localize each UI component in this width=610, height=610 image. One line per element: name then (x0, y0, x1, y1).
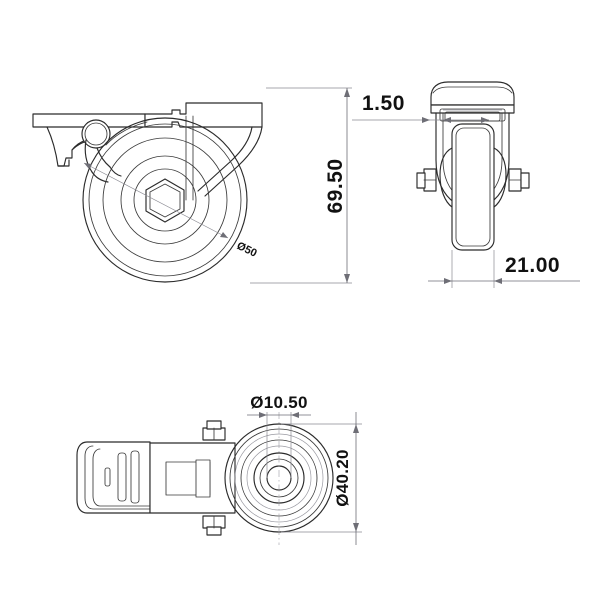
brake-pivot-inner (84, 122, 108, 146)
height-arrow-bottom (344, 274, 350, 283)
plate-thickness-label: 1.50 (362, 92, 405, 115)
brake-shoe-link (84, 139, 93, 173)
bore-arrow-right (291, 412, 299, 418)
front-bearing-race-inner (444, 111, 501, 122)
bore-arrow-left (259, 412, 267, 418)
wheel-diameter-arrow-end (220, 232, 228, 238)
brake-shoe-link-inner (96, 147, 111, 168)
axle-bolt-right (508, 168, 530, 192)
wheel-tread-circle (88, 123, 242, 277)
fork-leg-diagonal-inner (197, 126, 253, 192)
front-wheel-body-inner (455, 127, 491, 247)
wheel-hub-circle (120, 155, 210, 245)
wheel-width-arrow-left (444, 278, 452, 284)
bolt-bottom (202, 515, 226, 536)
brake-pivot-circle (81, 119, 111, 149)
front-hub-right (493, 147, 507, 208)
bottom-view: Ø10.50 Ø40.20 (76, 393, 362, 545)
plate-thickness-arrow-left (422, 117, 430, 123)
front-top-plate (430, 81, 515, 106)
wheel-width-arrow-right (494, 278, 502, 284)
front-wheel-body (451, 123, 495, 251)
brake-pedal-notch (57, 159, 70, 167)
plate-thickness-arrow-right (443, 117, 451, 123)
wheel-diameter-leader (83, 162, 229, 239)
brake-pedal-slot-2 (130, 450, 140, 504)
bore-diameter-label: Ø10.50 (250, 393, 308, 412)
hub-arrow-top (353, 424, 359, 433)
bottom-brake-pedal (76, 441, 151, 514)
brake-pedal-arm (46, 126, 87, 167)
wheel-bearing-circle (133, 168, 197, 232)
brake-pedal-slot-3 (104, 467, 111, 487)
wheel-width-label: 21.00 (505, 254, 560, 277)
bottom-body-tab (195, 459, 211, 498)
brake-pedal-slot-1 (117, 452, 127, 502)
bottom-body-plate (149, 442, 236, 514)
overall-height-label: 69.50 (324, 158, 347, 213)
hub-arrow-bottom (353, 523, 359, 532)
side-view: Ø50 69.50 (32, 87, 352, 284)
hex-nut-inner (149, 183, 181, 218)
top-plate-side-profile (144, 102, 263, 128)
wheel-outer-circle (82, 117, 248, 283)
wheel-diameter-arrow-start (84, 163, 92, 169)
front-hub-left (439, 147, 453, 208)
bottom-brake-pedal-inner2 (92, 448, 151, 507)
height-arrow-top (344, 88, 350, 97)
front-top-plate-highlight (432, 86, 513, 94)
fork-leg-diagonal (204, 126, 263, 197)
bottom-brake-pedal-inner (84, 445, 151, 510)
axle-bolt-left (416, 168, 437, 192)
plan-wheel-r3 (234, 433, 324, 523)
hub-diameter-label: Ø40.20 (333, 449, 352, 507)
hex-nut-axle (145, 178, 185, 223)
brake-shoe-foot-inner (109, 166, 122, 177)
plate-thickness-arrow-far (481, 117, 489, 123)
front-view: 1.50 21.00 (352, 81, 580, 288)
wheel-rim-circle (102, 137, 228, 263)
wheel-top-arc (105, 121, 148, 146)
brake-shoe-foot (91, 171, 109, 183)
axle-bolt-right-nut (520, 172, 530, 189)
bolt-top (202, 420, 226, 441)
axle-bolt-left-nut (416, 172, 426, 189)
